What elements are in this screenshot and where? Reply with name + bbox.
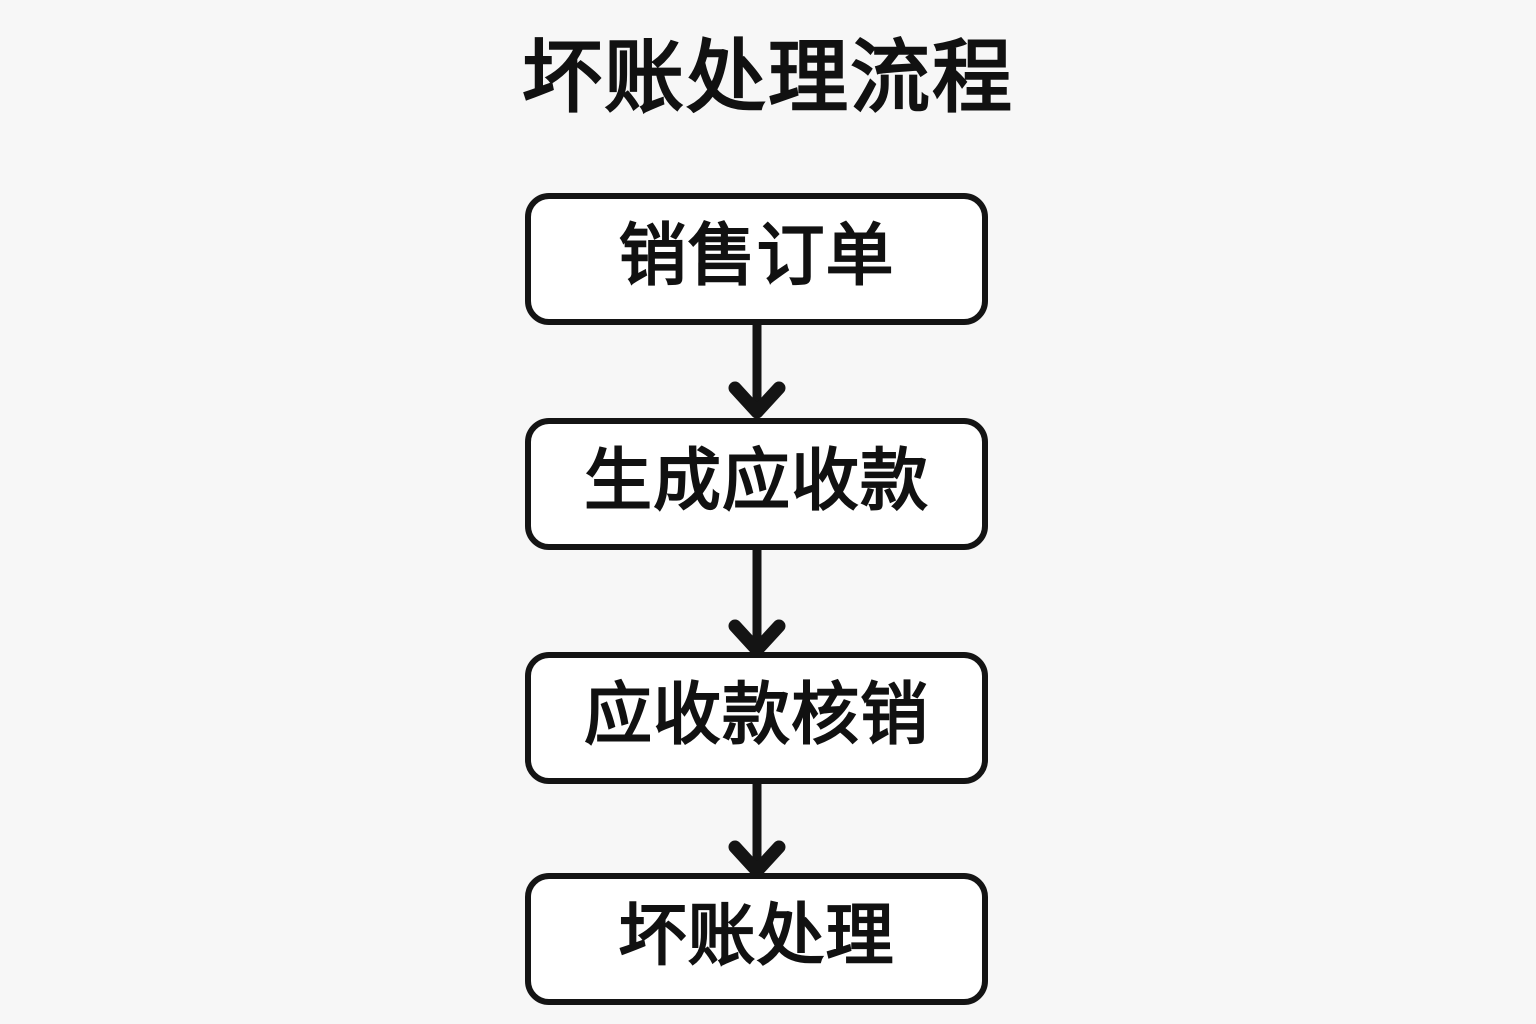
connector-writeoff-to-bad-debt bbox=[697, 781, 817, 878]
down-arrow-icon bbox=[728, 781, 786, 878]
flow-node-sales-order[interactable]: 销售订单 bbox=[525, 193, 988, 325]
flow-node-bad-debt-processing[interactable]: 坏账处理 bbox=[525, 873, 988, 1005]
down-arrow-icon bbox=[728, 547, 786, 657]
connector-sales-order-to-receivable bbox=[697, 322, 817, 419]
down-arrow-icon bbox=[728, 322, 786, 419]
connector-receivable-to-writeoff bbox=[697, 547, 817, 657]
flow-node-receivable-writeoff[interactable]: 应收款核销 bbox=[525, 652, 988, 784]
flow-node-label: 应收款核销 bbox=[583, 676, 929, 755]
flow-node-label: 坏账处理 bbox=[618, 897, 895, 976]
flow-node-label: 销售订单 bbox=[618, 217, 895, 296]
flow-node-label: 生成应收款 bbox=[583, 442, 929, 521]
page-title: 坏账处理流程 bbox=[522, 31, 1014, 124]
flow-node-generate-receivable[interactable]: 生成应收款 bbox=[525, 418, 988, 550]
